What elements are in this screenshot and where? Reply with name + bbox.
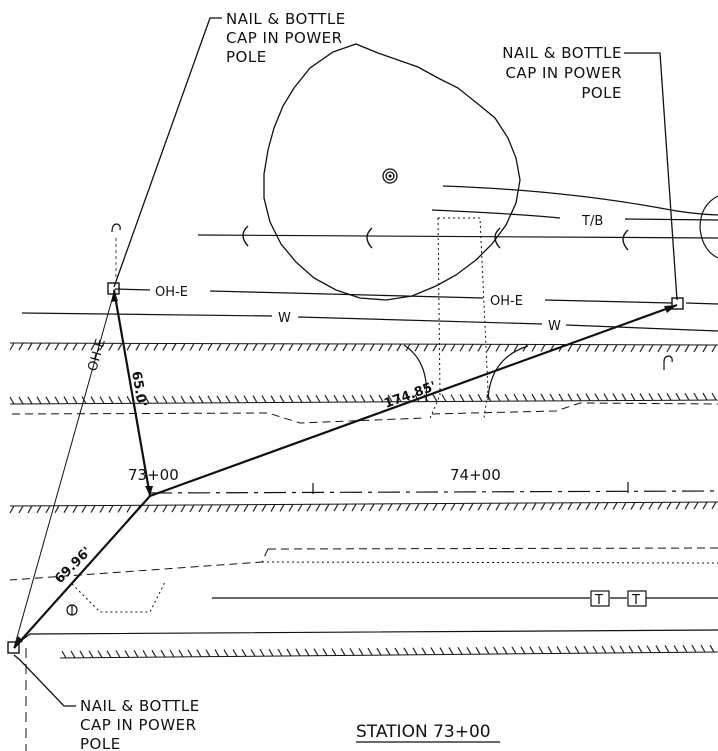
svg-text:POLE: POLE [226,48,267,66]
oh-e-label-diagonal: OH-E [85,337,108,373]
drawing-title: STATION 73+00 [356,722,491,742]
svg-text:NAIL & BOTTLE: NAIL & BOTTLE [502,44,622,62]
oh-e-label-1: OH-E [155,285,188,300]
note-leaders [13,17,678,707]
transformer-1: T [590,590,610,608]
water-line: W W [21,311,718,334]
svg-text:CAP IN POWER: CAP IN POWER [226,29,343,47]
overhead-electric-line: OH-E OH-E [114,285,718,309]
dimension-65: 65.0' [128,370,149,408]
dimension-174-85: 174.85' [382,379,438,412]
arrowheads [14,290,677,648]
curb-line-lower-b [59,644,718,659]
power-pole-bottom-left [7,641,20,654]
note-bottom-left: NAIL & BOTTLE CAP IN POWER POLE [80,697,200,751]
svg-text:CAP IN POWER: CAP IN POWER [505,64,622,82]
svg-text:POLE: POLE [80,735,121,751]
note-top-left: NAIL & BOTTLE CAP IN POWER POLE [226,10,346,66]
note-top-right: NAIL & BOTTLE CAP IN POWER POLE [502,44,622,102]
svg-text:NAIL & BOTTLE: NAIL & BOTTLE [226,10,346,28]
transformer-2-label: T [631,593,640,608]
water-label-2: W [548,319,561,334]
curb-line-upper-a [9,342,718,353]
oh-e-label-2: OH-E [490,294,523,309]
tree-canopy [263,43,521,301]
transformer-2: T [627,590,647,608]
svg-text:POLE: POLE [581,84,622,102]
station-73-00: 73+00 [128,466,179,484]
transformer-1-label: T [594,593,603,608]
curb-line-upper-b [9,392,718,405]
tie-lines [13,289,678,649]
tree-trunk-icon [382,168,398,184]
water-label-1: W [278,311,291,326]
valve-icon [66,604,78,616]
svg-text:CAP IN POWER: CAP IN POWER [80,716,197,734]
station-74-00: 74+00 [450,466,501,484]
svg-text:NAIL & BOTTLE: NAIL & BOTTLE [80,697,200,715]
curb-line-lower-a [9,501,718,514]
centerline [149,482,718,494]
telephone-box-label: T/B [581,214,603,229]
